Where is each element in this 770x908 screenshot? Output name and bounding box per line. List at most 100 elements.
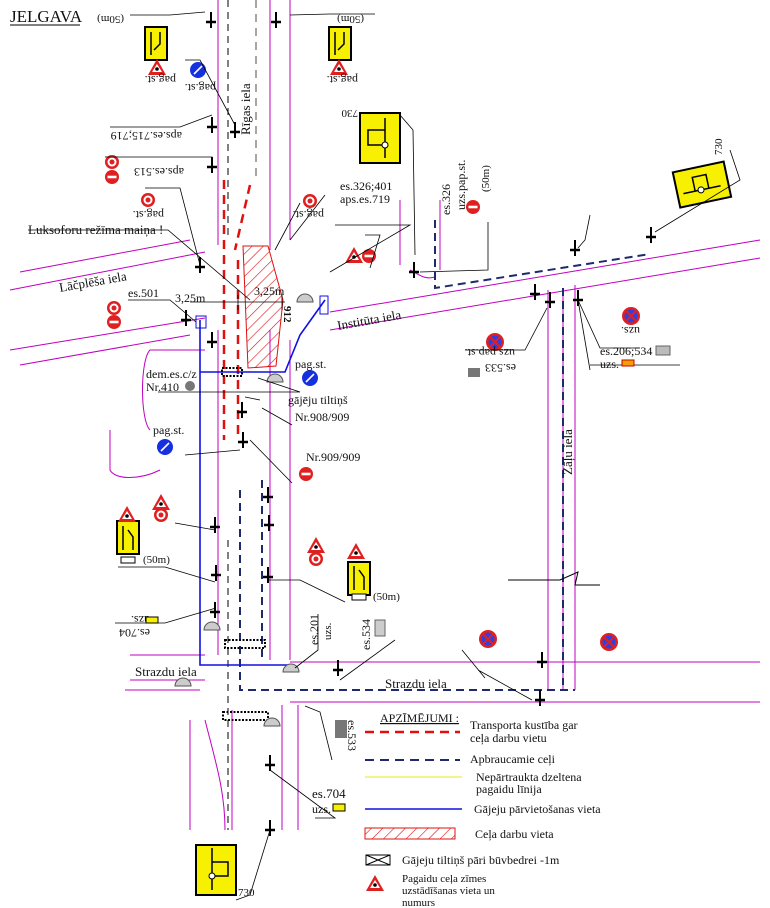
legend: APZĪMĒJUMI : Transporta kustība gar ceļa… bbox=[364, 711, 601, 908]
legend-symbol-crossed-box bbox=[365, 854, 391, 866]
detour-sign-730-bottom bbox=[195, 844, 237, 896]
info-plate-icon bbox=[655, 345, 671, 356]
lane-sign-right bbox=[347, 561, 371, 596]
label-aps-513: aps.es.513 bbox=[134, 165, 184, 179]
legend-label: Transporta kustība gar bbox=[470, 718, 578, 732]
info-plate-icon bbox=[351, 593, 367, 601]
pedestrian-bridges bbox=[195, 295, 329, 721]
label-es-704: es.704 bbox=[119, 626, 150, 640]
label-pag-st: pag.st. bbox=[295, 357, 326, 371]
legend-label: Ceļa darbu vieta bbox=[475, 827, 554, 841]
traffic-light-icon bbox=[263, 717, 281, 727]
legend-label: Apbraucamie ceļi bbox=[470, 752, 556, 766]
label-dist-50: (50m) bbox=[143, 554, 170, 566]
label-nr-410: Nr.410 bbox=[146, 380, 179, 394]
info-plate-icon bbox=[621, 359, 635, 367]
label-uzs-pap-st: uzs.pap.st. bbox=[454, 160, 468, 210]
info-plate-icon bbox=[145, 616, 159, 624]
label-pag-st: pag.st. bbox=[327, 73, 358, 87]
label-pag-st: pag.st. bbox=[153, 423, 184, 437]
label-pag-st: pag.st. bbox=[185, 81, 216, 95]
yield-sign-icon bbox=[330, 59, 348, 75]
label-730: 730 bbox=[713, 138, 725, 155]
lane-sign-top-left bbox=[144, 26, 168, 61]
no-entry-icon bbox=[466, 200, 480, 214]
label-es-533: es.533 bbox=[345, 720, 359, 751]
prohibition-sign-icon bbox=[107, 301, 121, 315]
no-entry-icon bbox=[299, 467, 313, 481]
label-912: 912 bbox=[281, 306, 293, 323]
label-uzs: uzs. bbox=[621, 324, 640, 338]
traffic-light-icon bbox=[266, 373, 284, 383]
label-uzs: uzs. bbox=[600, 357, 619, 371]
label-es-704: es.704 bbox=[312, 786, 346, 801]
label-aps-719: aps.es.719 bbox=[340, 192, 390, 206]
label-es-206-534: es.206;534 bbox=[600, 344, 652, 358]
legend-label: Pagaidu ceļa zīmes bbox=[402, 873, 486, 885]
street-strazdu-left: Strazdu iela bbox=[135, 664, 197, 679]
label-uzs: uzs. bbox=[322, 622, 334, 640]
mandatory-direction-icon bbox=[301, 369, 319, 387]
label-traffic-light-change: Luksoforu režīma maiņa ! bbox=[28, 222, 163, 237]
roadworks-area bbox=[242, 245, 284, 369]
roadworks-triangle-icon bbox=[307, 537, 325, 553]
info-plate-icon bbox=[468, 368, 480, 377]
label-pag-st: pag.st. bbox=[145, 73, 176, 87]
roadworks-triangle-icon bbox=[366, 875, 384, 891]
label-uzs: uzs. bbox=[131, 613, 150, 627]
street-rigas: Rīgas iela bbox=[238, 83, 253, 135]
label-aps-715: aps.es.715;719 bbox=[111, 129, 182, 143]
legend-label: uzstādīšanas vieta un bbox=[402, 885, 495, 897]
label-dist-50: (50m) bbox=[480, 165, 492, 192]
label-730: 730 bbox=[341, 107, 358, 119]
mandatory-direction-icon bbox=[189, 61, 207, 79]
detour-routes bbox=[239, 220, 651, 691]
no-entry-icon bbox=[105, 170, 119, 184]
roadworks-triangle-icon bbox=[347, 543, 365, 559]
no-entry-icon bbox=[107, 315, 121, 329]
lane-sign-left bbox=[116, 520, 140, 555]
street-zalu: Zāļu iela bbox=[560, 429, 575, 475]
detour-sign-730-top bbox=[359, 112, 401, 164]
street-instituta: Institūta iela bbox=[336, 307, 402, 333]
label-dist-50: (50m) bbox=[373, 591, 400, 603]
traffic-light-icon bbox=[296, 293, 314, 303]
legend-label: pagaidu līnija bbox=[476, 782, 542, 796]
roadworks-triangle-icon bbox=[152, 494, 170, 510]
info-plate-icon bbox=[332, 803, 346, 812]
legend-symbol-hatched bbox=[364, 827, 456, 840]
map-title: JELGAVA bbox=[10, 7, 83, 26]
prohibition-sign-icon bbox=[154, 508, 168, 522]
label-uzs-pap-st: uzs.pap.st. bbox=[465, 346, 515, 360]
label-730: 730 bbox=[238, 887, 255, 899]
label-dist-50: (50m) bbox=[97, 13, 124, 25]
label-es-501: es.501 bbox=[128, 286, 159, 300]
no-parking-icon bbox=[478, 629, 498, 649]
label-es-326: es.326 bbox=[439, 184, 453, 215]
legend-label: Gājeju tiltiņš pāri būvbedrei -1m bbox=[402, 853, 560, 867]
no-overtaking-icon bbox=[141, 193, 155, 207]
label-es-533: es.533 bbox=[485, 361, 516, 375]
label-pedestrian-bridge: gājēju tiltiņš bbox=[288, 393, 348, 407]
no-parking-icon bbox=[621, 306, 641, 326]
info-plate-icon bbox=[185, 381, 195, 391]
break-mark bbox=[508, 571, 600, 586]
label-nr-908: Nr.908/909 bbox=[295, 410, 349, 424]
mandatory-direction-icon bbox=[156, 438, 174, 456]
label-width-right: 3,25m bbox=[254, 284, 285, 298]
pedestrian-route bbox=[199, 299, 326, 666]
legend-title: APZĪMĒJUMI : bbox=[380, 711, 459, 725]
yield-sign-icon bbox=[148, 59, 166, 75]
label-es-201: es.201 bbox=[307, 614, 321, 645]
label-pag-st: pag.st. bbox=[133, 208, 164, 222]
no-parking-icon bbox=[599, 632, 619, 652]
label-pag-st: pag.st. bbox=[293, 208, 324, 222]
legend-label: Nepārtraukta dzeltena bbox=[476, 770, 582, 784]
label-dem-es: dem.es.c/z bbox=[146, 367, 197, 381]
lane-sign-top-right bbox=[328, 26, 352, 61]
label-es-534: es.534 bbox=[359, 619, 373, 650]
street-lacplesa: Lāčplēša iela bbox=[58, 268, 128, 295]
legend-label: Gājeju pārvietošanas vieta bbox=[474, 802, 601, 816]
info-plate-icon bbox=[120, 556, 136, 564]
